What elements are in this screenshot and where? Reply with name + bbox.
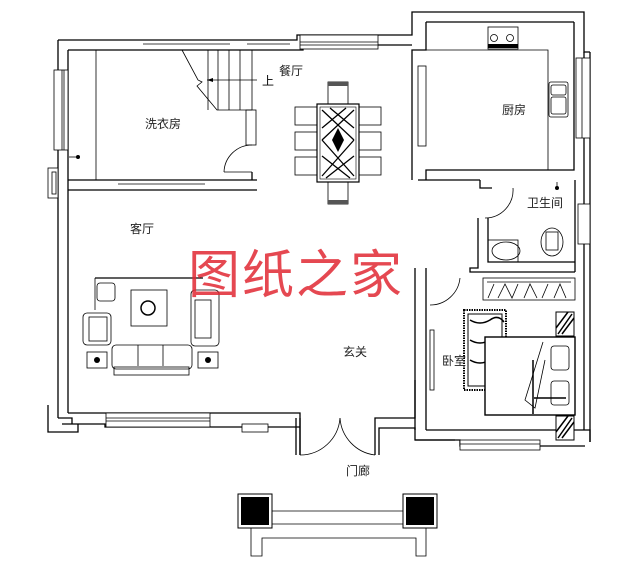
main-door <box>299 417 376 456</box>
label-dining-room: 餐厅 <box>279 64 304 78</box>
label-bathroom: 卫生间 <box>527 196 564 210</box>
bedroom-door <box>429 277 461 306</box>
label-porch: 门廊 <box>346 464 371 478</box>
porch <box>237 493 438 557</box>
wardrobe-hangers <box>487 282 567 299</box>
label-bedroom: 卧室 <box>442 354 467 368</box>
dining-window <box>299 34 379 50</box>
dining-table <box>294 81 382 205</box>
label-living-room: 客厅 <box>130 222 155 236</box>
label-laundry-room: 洗衣房 <box>145 117 182 131</box>
exterior-walls <box>47 11 591 455</box>
bed <box>463 309 576 441</box>
laundry-door <box>223 144 253 173</box>
living-room-furniture <box>82 277 220 376</box>
bathroom-door <box>484 187 514 219</box>
watermark: 图纸之家 <box>188 246 405 306</box>
label-entrance-hall: 玄关 <box>343 345 368 359</box>
interior-walls <box>68 50 576 430</box>
stair-up-label: 上 <box>262 74 275 88</box>
staircase <box>181 49 257 111</box>
label-kitchen: 厨房 <box>502 103 527 117</box>
bathroom-fixtures <box>487 182 564 263</box>
kitchen-fixtures <box>426 26 569 170</box>
